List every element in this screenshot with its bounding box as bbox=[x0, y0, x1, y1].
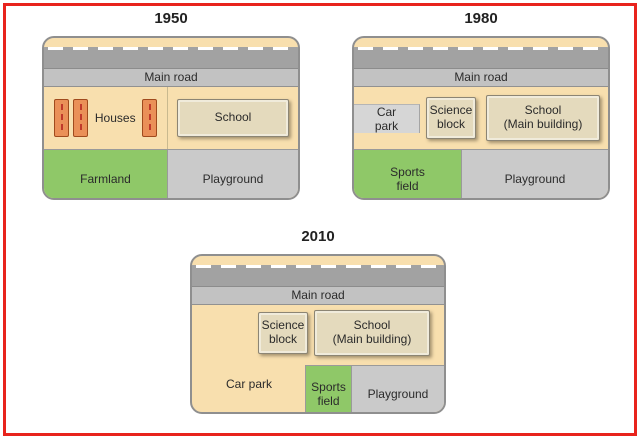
house-path-icon bbox=[148, 104, 151, 130]
houses-area: Houses bbox=[44, 87, 168, 149]
school-main-building: School (Main building) bbox=[314, 310, 430, 356]
sports-field-label: Sports field bbox=[311, 379, 346, 408]
map-2010: Main road Science block School (Main bui… bbox=[190, 254, 446, 414]
sports-field-area-2010: Sports field bbox=[305, 365, 352, 412]
house-path-icon bbox=[79, 104, 82, 130]
road-dashed-line-icon bbox=[196, 265, 440, 268]
sports-field-label: Sports field bbox=[390, 164, 425, 193]
house-icon bbox=[142, 99, 157, 137]
map-1950-year-title: 1950 bbox=[154, 10, 188, 27]
playground-area-1980: Playground bbox=[462, 149, 608, 198]
main-road-surface-1950 bbox=[44, 47, 298, 68]
main-road-label-2010: Main road bbox=[192, 286, 444, 305]
farmland-area: Farmland bbox=[44, 149, 168, 198]
map-2010-body: Science block School (Main building) Car… bbox=[192, 305, 444, 412]
main-road-label-1980: Main road bbox=[354, 68, 608, 87]
map-1980: Main road Car park Science block School … bbox=[352, 36, 610, 200]
house-icon bbox=[73, 99, 89, 137]
main-road-label-1950: Main road bbox=[44, 68, 298, 87]
school-area-1950: School bbox=[168, 87, 298, 149]
car-park-label: Car park bbox=[374, 104, 399, 133]
playground-area-1950: Playground bbox=[168, 149, 298, 198]
sports-field-area-1980: Sports field bbox=[354, 149, 462, 198]
car-park-label: Car park bbox=[225, 377, 272, 391]
house-path-icon bbox=[60, 104, 63, 130]
red-border-frame bbox=[3, 3, 637, 436]
science-block-building: Science block bbox=[258, 312, 308, 354]
map-1950: Main road Houses School Farmland Playgro… bbox=[42, 36, 300, 200]
map-1980-year-title: 1980 bbox=[464, 10, 498, 27]
car-park-area-1980: Car park bbox=[354, 103, 420, 133]
road-dashed-line-icon bbox=[358, 47, 604, 50]
road-dashed-line-icon bbox=[48, 47, 294, 50]
house-icon bbox=[54, 99, 69, 137]
houses-label: Houses bbox=[94, 111, 136, 125]
map-1950-body: Houses School Farmland Playground bbox=[44, 87, 298, 198]
school-building: School bbox=[177, 99, 289, 137]
main-road-surface-2010 bbox=[192, 265, 444, 286]
school-main-building: School (Main building) bbox=[486, 95, 600, 141]
map-1980-body: Car park Science block School (Main buil… bbox=[354, 87, 608, 198]
playground-area-2010: Playground bbox=[352, 365, 444, 412]
main-road-surface-1980 bbox=[354, 47, 608, 68]
science-block-building: Science block bbox=[426, 97, 476, 139]
map-2010-year-title: 2010 bbox=[301, 228, 335, 245]
